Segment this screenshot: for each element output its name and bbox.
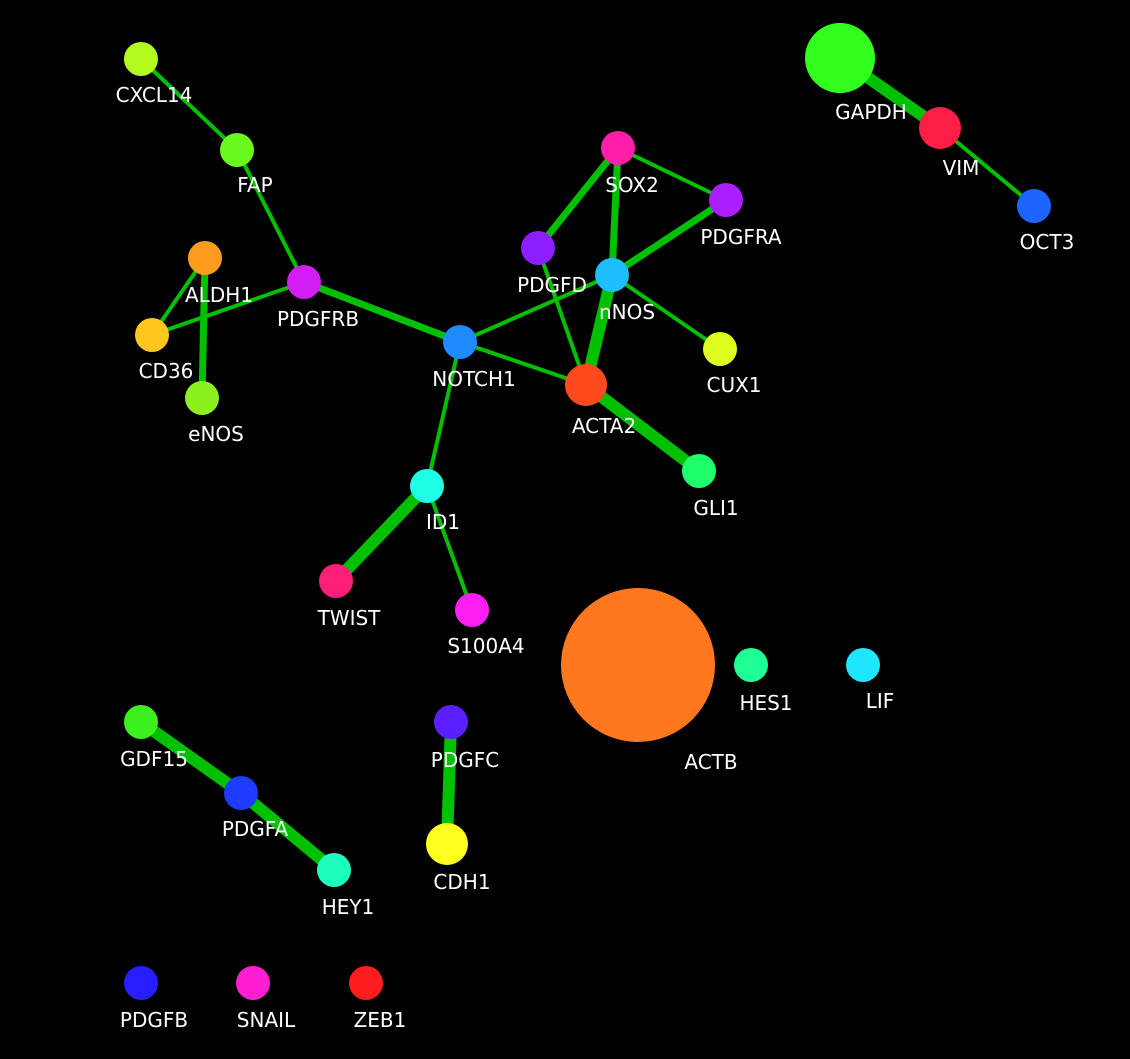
node-cxcl14[interactable] bbox=[124, 42, 158, 76]
edge-sox2-pdgfra bbox=[617, 146, 727, 202]
node-label-pdgfb: PDGFB bbox=[120, 1008, 188, 1032]
edge-nnos-cux1 bbox=[610, 273, 722, 351]
node-fap[interactable] bbox=[220, 133, 254, 167]
edge-acta2-gli1 bbox=[582, 380, 703, 476]
node-s100a4[interactable] bbox=[455, 593, 489, 627]
node-label-gapdh: GAPDH bbox=[835, 100, 907, 124]
node-pdgfb[interactable] bbox=[124, 966, 158, 1000]
node-label-vim: VIM bbox=[943, 156, 980, 180]
edge-gdf15-pdgfa bbox=[137, 717, 245, 798]
node-pdgfd[interactable] bbox=[521, 231, 555, 265]
node-label-cd36: CD36 bbox=[139, 359, 194, 383]
node-label-actb: ACTB bbox=[684, 750, 737, 774]
node-label-hey1: HEY1 bbox=[322, 895, 375, 919]
node-label-oct3: OCT3 bbox=[1020, 230, 1075, 254]
edge-sox2-nnos bbox=[608, 147, 622, 276]
node-label-gdf15: GDF15 bbox=[120, 747, 188, 771]
node-label-cxcl14: CXCL14 bbox=[116, 83, 193, 107]
edge-pdgfa-hey1 bbox=[237, 788, 338, 875]
node-notch1[interactable] bbox=[443, 325, 477, 359]
node-label-pdgfrb: PDGFRB bbox=[277, 307, 359, 331]
node-label-enos: eNOS bbox=[188, 422, 244, 446]
node-label-snail: SNAIL bbox=[237, 1008, 296, 1032]
node-label-hes1: HES1 bbox=[739, 691, 792, 715]
node-label-gli1: GLI1 bbox=[693, 496, 738, 520]
edge-pdgfrb-notch1 bbox=[302, 278, 462, 346]
node-label-sox2: SOX2 bbox=[605, 173, 659, 197]
node-label-pdgfra: PDGFRA bbox=[700, 225, 782, 249]
edge-aldh1-enos bbox=[198, 257, 209, 399]
node-actb[interactable] bbox=[561, 588, 715, 742]
node-label-twist: TWIST bbox=[317, 606, 382, 630]
node-label-pdgfc: PDGFC bbox=[431, 748, 499, 772]
edge-cd36-pdgfrb bbox=[151, 280, 305, 337]
node-layer bbox=[124, 23, 1051, 1000]
node-sox2[interactable] bbox=[601, 131, 635, 165]
edge-fap-pdgfrb bbox=[235, 149, 306, 283]
node-cdh1[interactable] bbox=[426, 823, 468, 865]
node-lif[interactable] bbox=[846, 648, 880, 682]
node-label-cdh1: CDH1 bbox=[433, 870, 490, 894]
node-label-lif: LIF bbox=[866, 689, 895, 713]
node-label-aldh1: ALDH1 bbox=[185, 283, 253, 307]
node-label-nnos: nNOS bbox=[599, 300, 655, 324]
node-cux1[interactable] bbox=[703, 332, 737, 366]
node-label-id1: ID1 bbox=[426, 510, 460, 534]
node-gdf15[interactable] bbox=[124, 705, 158, 739]
node-label-pdgfa: PDGFA bbox=[222, 817, 289, 841]
node-pdgfra[interactable] bbox=[709, 183, 743, 217]
edge-notch1-nnos bbox=[459, 273, 613, 344]
edge-pdgfra-nnos bbox=[610, 197, 728, 278]
node-aldh1[interactable] bbox=[188, 241, 222, 275]
node-gli1[interactable] bbox=[682, 454, 716, 488]
edge-sox2-pdgfd bbox=[535, 145, 621, 251]
node-cd36[interactable] bbox=[135, 318, 169, 352]
node-label-pdgfd: PDGFD bbox=[517, 273, 587, 297]
edge-id1-twist bbox=[331, 481, 432, 586]
node-label-acta2: ACTA2 bbox=[572, 414, 636, 438]
node-label-fap: FAP bbox=[237, 173, 272, 197]
node-label-zeb1: ZEB1 bbox=[354, 1008, 407, 1032]
node-twist[interactable] bbox=[319, 564, 353, 598]
edge-notch1-acta2 bbox=[459, 340, 587, 387]
node-gapdh[interactable] bbox=[805, 23, 875, 93]
edge-cxcl14-fap bbox=[139, 57, 239, 152]
node-pdgfa[interactable] bbox=[224, 776, 258, 810]
node-label-cux1: CUX1 bbox=[706, 373, 761, 397]
node-acta2[interactable] bbox=[565, 364, 607, 406]
node-oct3[interactable] bbox=[1017, 189, 1051, 223]
edge-pdgfd-acta2 bbox=[536, 247, 588, 386]
node-hes1[interactable] bbox=[734, 648, 768, 682]
node-zeb1[interactable] bbox=[349, 966, 383, 1000]
node-vim[interactable] bbox=[919, 107, 961, 149]
node-label-s100a4: S100A4 bbox=[447, 634, 524, 658]
node-snail[interactable] bbox=[236, 966, 270, 1000]
node-label-notch1: NOTCH1 bbox=[432, 367, 515, 391]
node-id1[interactable] bbox=[410, 469, 444, 503]
edge-notch1-id1 bbox=[425, 341, 462, 487]
node-pdgfc[interactable] bbox=[434, 705, 468, 739]
node-hey1[interactable] bbox=[317, 853, 351, 887]
node-nnos[interactable] bbox=[595, 258, 629, 292]
node-enos[interactable] bbox=[185, 381, 219, 415]
node-pdgfrb[interactable] bbox=[287, 265, 321, 299]
edge-id1-s100a4 bbox=[425, 485, 474, 611]
